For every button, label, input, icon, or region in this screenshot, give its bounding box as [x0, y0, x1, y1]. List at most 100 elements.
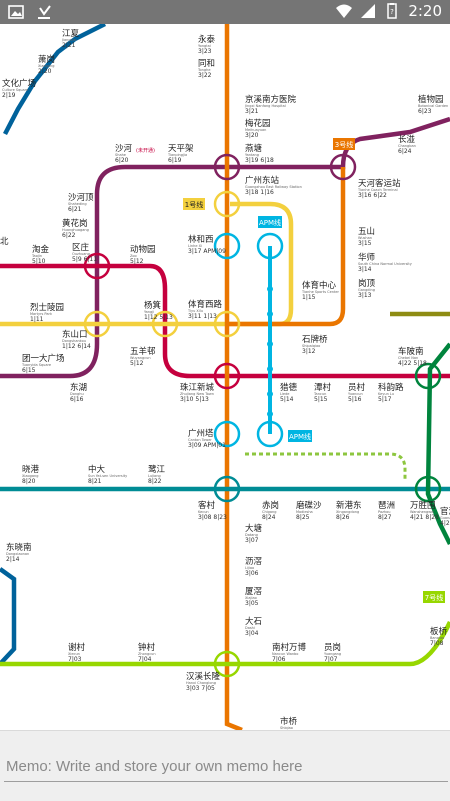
station-name-en: Dongxiaonan — [6, 552, 29, 556]
station-name-en: Tianhe Coach Terminal — [357, 188, 398, 192]
line7-badge — [423, 591, 445, 603]
station[interactable]: 市桥Shiqiao3|02 — [280, 716, 298, 730]
station-name-en: Zoo — [130, 254, 137, 258]
station-name-en: Shiqiao — [280, 726, 293, 730]
metro-map-canvas[interactable]: 1号线 3号线 7号线 APM线 APM线 江夏Jiangxia2|21萧岗Xi… — [0, 24, 450, 730]
station-name: 天平架 — [168, 144, 194, 154]
station-name: 长湴 — [398, 134, 416, 145]
station-name-en: Chebei Nan — [398, 356, 418, 360]
station-code: 3|13 — [358, 292, 372, 299]
station[interactable]: 北 — [0, 237, 9, 247]
memo-input[interactable] — [4, 751, 448, 782]
station-code: 5|16 — [348, 396, 362, 403]
station-name: 潭村 — [314, 382, 332, 393]
station-name: 厦滘 — [245, 587, 262, 597]
station-name-en: Martyrs Park — [30, 312, 53, 316]
station-name: 大石 — [245, 616, 262, 627]
station-code: 2|21 — [62, 42, 76, 49]
station-code: 4|20 — [440, 520, 450, 527]
station-code: 8|22 — [148, 478, 162, 485]
station-code: 6|23 — [418, 108, 432, 115]
station-code: 5|14 — [280, 396, 294, 403]
station-code: 6|19 — [168, 157, 182, 164]
station-name-en: Botanical Garden — [418, 104, 448, 108]
station-name-en: Canton Tower — [188, 438, 212, 442]
station-name: 车陂南 — [398, 346, 424, 357]
station-name: 磨碟沙 — [296, 500, 322, 511]
station-name-en: Taojin — [31, 254, 42, 258]
station-name: 市桥 — [280, 716, 298, 727]
line-apm — [267, 246, 273, 434]
station-name: 团一大广场 — [22, 353, 65, 364]
station-name-en: Meihuayuan — [245, 128, 266, 132]
station-code: 6|22 — [62, 232, 76, 239]
station[interactable]: 官洲Guanzhou4|20 — [440, 506, 450, 527]
station-name: 动物园 — [130, 244, 156, 255]
station-code: 3|08 8|23 — [198, 514, 227, 521]
station-name-en: Jingxi Nanfang Hospital — [244, 104, 286, 108]
station-code: 7|08 — [430, 640, 444, 647]
